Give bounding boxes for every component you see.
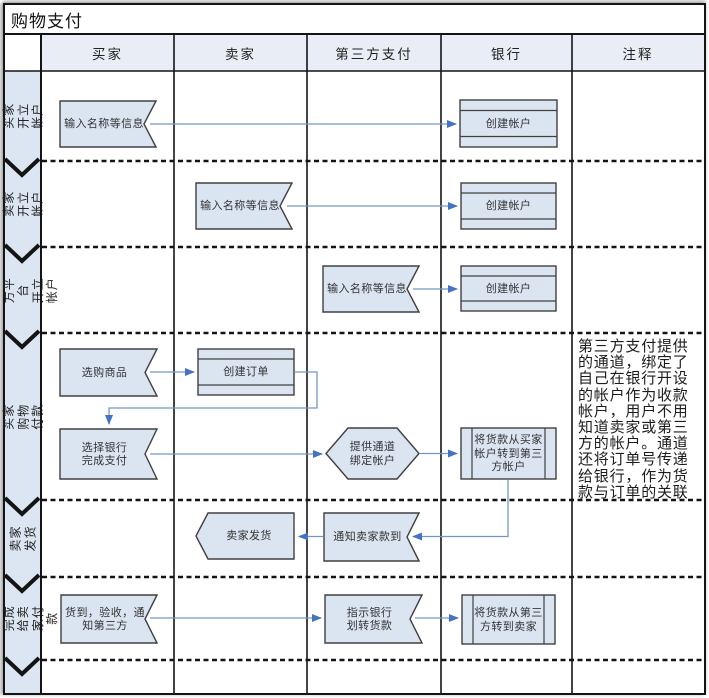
phase-platform-open-account: 第三方平台 开立帐户 xyxy=(0,277,59,304)
shape-platform-input-info: 输入名称等信息 xyxy=(322,265,420,313)
column-header-seller: 卖家 xyxy=(174,35,307,71)
shape-seller-input-info: 输入名称等信息 xyxy=(195,182,293,230)
shape-notify-seller-paid: 通知卖家款到 xyxy=(323,512,420,562)
phase-buyer-open-account: 买家开立 帐户 xyxy=(1,103,45,130)
column-header-thirdparty: 第三方支付 xyxy=(307,35,441,71)
column-header-buyer: 买家 xyxy=(41,35,174,71)
phase-seller-open-account: 卖家开立 帐户 xyxy=(1,191,45,218)
column-header-notes: 注释 xyxy=(572,35,704,71)
shape-goods-received-notify: 货到，验收，通 知第三方 xyxy=(60,594,158,644)
shape-transfer-buyer-to-thirdparty: 将货款从买家 帐户转到第三 方帐户 xyxy=(460,427,557,480)
phase-final-pay-seller: 最终完成 给卖家付款 xyxy=(0,605,59,632)
shape-select-bank-pay: 选择银行 完成支付 xyxy=(59,428,158,480)
phase-seller-ship: 卖家发货 xyxy=(8,525,38,552)
shape-create-order: 创建订单 xyxy=(197,348,295,396)
shape-instruct-bank-transfer: 指示银行 划转货款 xyxy=(324,594,423,644)
shape-provide-channel-hexagon: 提供通道 绑定帐户 xyxy=(325,427,420,480)
shape-bank-create-account-2: 创建帐户 xyxy=(460,182,557,230)
diagram-title: 购物支付 xyxy=(11,11,83,32)
title-band: 购物支付 xyxy=(5,5,704,35)
column-header-bank: 银行 xyxy=(441,35,572,71)
shape-buyer-input-info: 输入名称等信息 xyxy=(59,100,157,148)
phase-buyer-pay: 买家购物付款 xyxy=(1,403,45,430)
shape-bank-create-account-1: 创建帐户 xyxy=(459,99,558,148)
shape-select-goods: 选购商品 xyxy=(59,348,158,397)
shape-transfer-thirdparty-to-seller: 将货款从第三 方转到卖家 xyxy=(461,594,556,645)
shape-bank-create-account-3: 创建帐户 xyxy=(460,265,557,312)
shape-seller-ship: 卖家发货 xyxy=(195,512,295,560)
note-annotation: 第三方支付提供的通道，绑定了自己在银行开设的帐户作为收款帐户，用户不用知道卖家或… xyxy=(578,337,689,501)
